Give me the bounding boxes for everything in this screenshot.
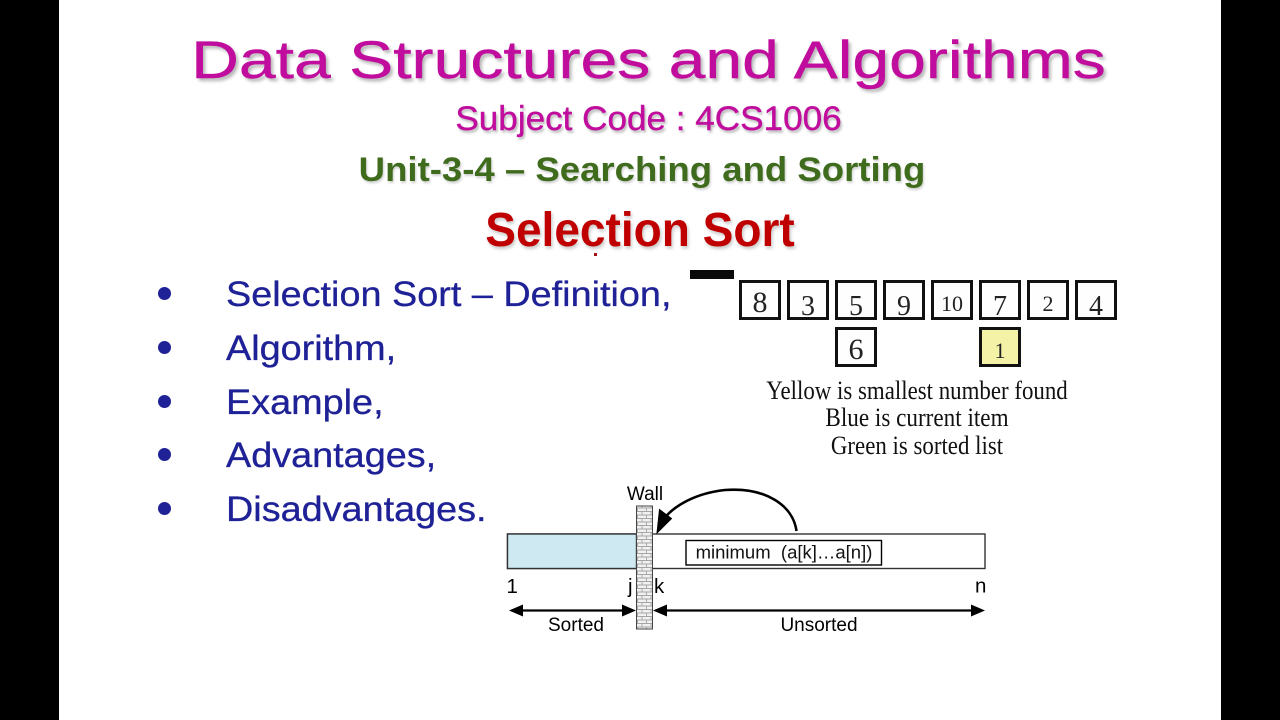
svg-text:minimum (a[k]…a[n]): minimum (a[k]…a[n]): [696, 542, 873, 563]
svg-text:Wall: Wall: [627, 484, 663, 505]
svg-text:k: k: [654, 575, 665, 598]
svg-text:j: j: [627, 575, 633, 598]
svg-text:1: 1: [507, 575, 518, 598]
svg-text:n: n: [975, 575, 986, 598]
svg-text:Unsorted: Unsorted: [780, 615, 857, 636]
svg-text:Sorted: Sorted: [548, 615, 604, 636]
